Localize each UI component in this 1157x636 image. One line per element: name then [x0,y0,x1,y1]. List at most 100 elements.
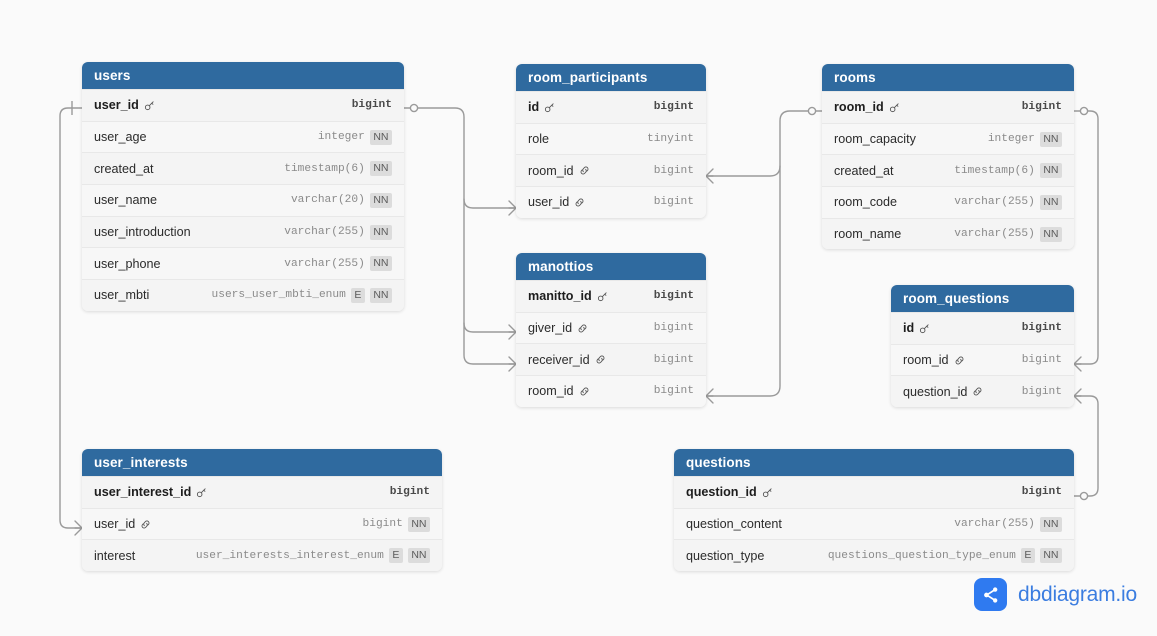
field-row[interactable]: room_id bigint [822,91,1074,123]
field-name: room_id [528,163,574,178]
dbdiagram-logo[interactable]: dbdiagram.io [974,578,1137,611]
table-title[interactable]: user_interests [82,449,442,476]
foreign-key-icon [595,354,606,365]
field-type: bigint [1021,486,1062,499]
field-name: question_id [903,384,968,399]
primary-key-icon [762,487,773,498]
share-network-icon [974,578,1007,611]
primary-key-icon [597,291,608,302]
field-type: bigint [653,385,694,398]
foreign-key-icon [579,386,590,397]
not-null-badge: NN [369,161,392,177]
primary-key-icon [919,323,930,334]
field-name: receiver_id [528,352,590,367]
field-name: question_id [686,485,757,500]
field-type: users_user_mbti_enum [211,289,346,302]
not-null-badge: NN [1039,516,1062,532]
field-row[interactable]: receiver_id bigint [516,343,706,376]
not-null-badge: NN [369,129,392,145]
field-row[interactable]: id bigint [516,91,706,123]
field-row[interactable]: user_age integer NN [82,120,404,153]
field-type: bigint [1021,101,1062,114]
table-card-questions[interactable]: questions question_id bigint question_conte… [674,449,1074,572]
field-name: user_phone [94,256,161,271]
field-type: bigint [653,164,694,177]
field-name: user_interest_id [94,485,192,500]
table-title[interactable]: manottios [516,253,706,280]
field-row[interactable]: id bigint [891,312,1074,344]
field-type: integer [317,131,365,144]
not-null-badge: NN [1039,163,1062,179]
primary-key-icon [544,102,555,113]
field-type: bigint [1021,322,1062,335]
field-name: room_id [903,353,949,368]
field-name: room_id [528,384,574,399]
field-row[interactable]: question_id bigint [674,476,1074,508]
table-title[interactable]: users [82,62,404,89]
not-null-badge: NN [369,287,392,303]
edge-rooms-room_questions [1073,110,1099,365]
not-null-badge: NN [407,548,430,564]
field-name: interest [94,548,136,563]
table-title[interactable]: room_questions [891,285,1074,312]
field-type: bigint [653,353,694,366]
table-title[interactable]: room_participants [516,64,706,91]
table-title[interactable]: rooms [822,64,1074,91]
field-type: bigint [653,196,694,209]
foreign-key-icon [574,197,585,208]
not-null-badge: NN [369,224,392,240]
field-row[interactable]: room_id bigint [516,375,706,407]
table-title[interactable]: questions [674,449,1074,476]
field-type: varchar(255) [284,257,365,270]
field-type: timestamp(6) [284,162,365,175]
not-null-badge: NN [1039,548,1062,564]
field-name: id [528,100,540,115]
field-name: user_age [94,130,147,145]
field-type: tinyint [647,133,694,146]
not-null-badge: NN [1039,226,1062,242]
field-name: user_id [94,517,136,532]
edge-questions-room_questions [1073,395,1099,497]
field-row[interactable]: room_id bigint [891,343,1074,376]
field-name: user_introduction [94,225,191,240]
field-name: user_id [528,195,570,210]
field-row[interactable]: user_id bigint [516,186,706,218]
field-type: bigint [653,101,694,114]
field-row[interactable]: room_id bigint [516,154,706,187]
field-type: integer [987,133,1035,146]
edge-users-room_participants [463,198,517,209]
field-name: question_type [686,548,765,563]
field-name: id [903,321,915,336]
field-type: bigint [1021,354,1062,367]
field-type: varchar(255) [954,196,1035,209]
field-name: question_content [686,517,782,532]
primary-key-icon [196,487,207,498]
field-name: room_id [834,100,884,115]
